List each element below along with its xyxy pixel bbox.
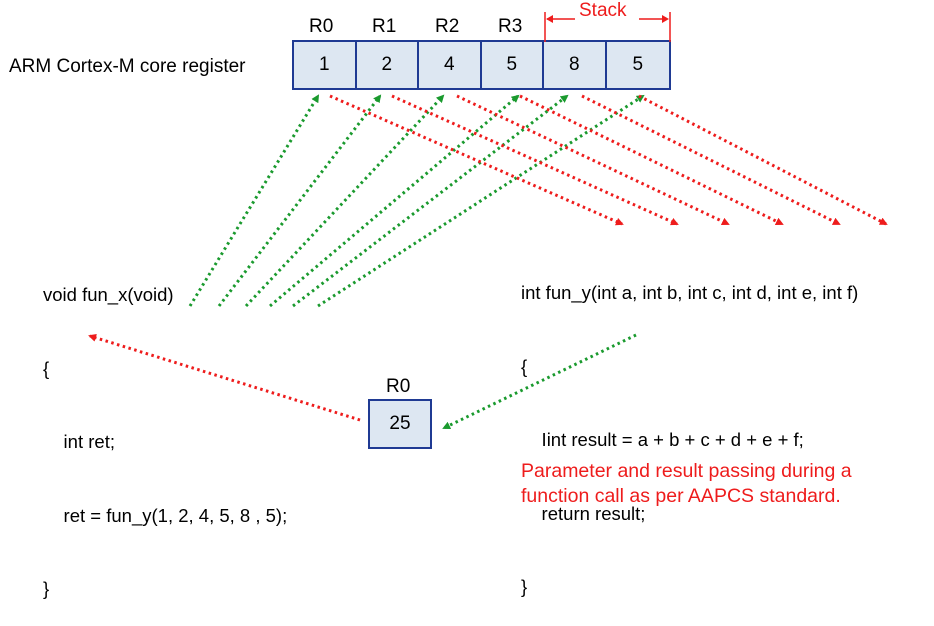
register-cell-r3: 5	[481, 42, 544, 88]
caller-code-line: {	[43, 357, 50, 379]
result-register-box: 25	[368, 399, 432, 449]
callee-code-line: {	[521, 355, 528, 377]
stack-label: Stack	[579, 0, 627, 21]
register-to-param-c	[456, 94, 730, 226]
callee-code-line: return result;	[521, 502, 646, 524]
callee-code-line: int fun_y(int a, int b, int c, int d, in…	[521, 282, 859, 303]
register-header-r2: R2	[435, 16, 460, 37]
param-arrow-a	[188, 94, 320, 307]
register-to-param-b	[391, 94, 679, 226]
register-cell-r2: 4	[419, 42, 482, 88]
param-arrow-b	[217, 94, 382, 307]
register-cell-r0: 1	[294, 42, 357, 88]
param-arrow-c	[244, 94, 445, 308]
param-arrow-f	[317, 94, 645, 308]
register-header-r0: R0	[309, 16, 334, 37]
callee-code-line: Iint result = a + b + c + d + e + f;	[521, 429, 804, 450]
stack-bracket	[544, 12, 671, 42]
register-to-param-d	[519, 94, 784, 226]
caption-line: function call as per AAPCS standard.	[521, 485, 841, 507]
register-to-param-f	[638, 94, 888, 226]
register-cell-stack-1: 8	[544, 42, 607, 88]
register-cell-r1: 2	[356, 42, 419, 88]
caller-code-line: ret = fun_y(1, 2, 4, 5, 8 , 5);	[43, 504, 288, 526]
r0-to-ret-arrow	[88, 333, 361, 422]
register-header-r1: R1	[372, 16, 397, 37]
result-into-r0-arrow	[442, 333, 637, 430]
caption-line: Parameter and result passing during a	[521, 460, 852, 482]
caller-code-line: }	[43, 578, 50, 599]
caller-code-line: int ret;	[43, 431, 115, 452]
register-row-label: ARM Cortex-M core register	[9, 56, 246, 77]
register-header-r3: R3	[498, 16, 523, 37]
register-row: 1 2 4 5 8 5	[292, 40, 671, 90]
register-to-param-a	[329, 94, 624, 226]
callee-code: int fun_y(int a, int b, int c, int d, in…	[521, 232, 858, 624]
register-to-param-e	[581, 94, 841, 226]
arrow-layer	[88, 12, 888, 430]
register-cell-stack-2: 5	[606, 42, 669, 88]
caller-code-line: void fun_x(void)	[43, 284, 174, 305]
param-arrow-e	[292, 94, 569, 308]
caption-note: Parameter and result passing during a fu…	[521, 459, 852, 509]
param-arrow-d	[269, 94, 520, 308]
result-register-label: R0	[386, 376, 411, 397]
callee-code-line: }	[521, 576, 528, 597]
